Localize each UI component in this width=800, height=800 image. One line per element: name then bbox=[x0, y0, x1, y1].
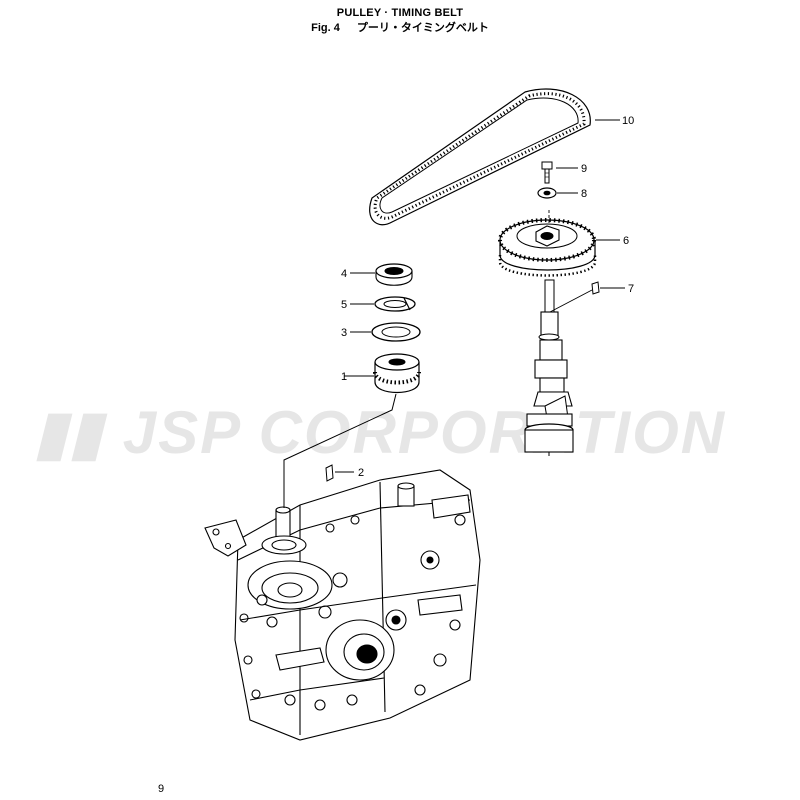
driven-pulley-part-6 bbox=[498, 218, 597, 277]
callout-1: 1 bbox=[341, 371, 347, 383]
callout-6: 6 bbox=[623, 235, 629, 247]
washer-part-8 bbox=[537, 187, 557, 199]
page-header: PULLEY · TIMING BELT Fig. 4 プーリ・タイミングベルト bbox=[0, 6, 800, 35]
callout-3: 3 bbox=[341, 327, 347, 339]
engine-block bbox=[204, 469, 481, 741]
callout-9: 9 bbox=[581, 163, 587, 175]
page-title: PULLEY · TIMING BELT bbox=[336, 7, 464, 19]
callout-10: 10 bbox=[622, 115, 634, 127]
key-part-7 bbox=[591, 281, 600, 295]
nut-part-4 bbox=[375, 263, 413, 286]
callout-5: 5 bbox=[341, 299, 347, 311]
page-number: 9 bbox=[158, 783, 165, 795]
japanese-title: プーリ・タイミングベルト bbox=[356, 22, 489, 34]
leader-lines bbox=[283, 119, 625, 508]
callout-labels: 1 2 3 4 5 6 7 8 9 10 bbox=[341, 115, 634, 479]
timing-belt-part-10 bbox=[369, 88, 591, 226]
figure-label: Fig. 4 bbox=[311, 22, 340, 34]
callout-2: 2 bbox=[358, 467, 364, 479]
drive-pulley-part-1 bbox=[373, 353, 421, 393]
page-subtitle: Fig. 4 プーリ・タイミングベルト bbox=[0, 21, 800, 35]
lock-washer-part-5 bbox=[374, 296, 416, 312]
crankshaft bbox=[524, 279, 574, 456]
callout-8: 8 bbox=[581, 188, 587, 200]
bolt-part-9 bbox=[541, 161, 553, 184]
washer-part-3 bbox=[371, 322, 421, 342]
key-part-2 bbox=[325, 464, 334, 482]
callout-4: 4 bbox=[341, 268, 347, 280]
callout-7: 7 bbox=[628, 283, 634, 295]
